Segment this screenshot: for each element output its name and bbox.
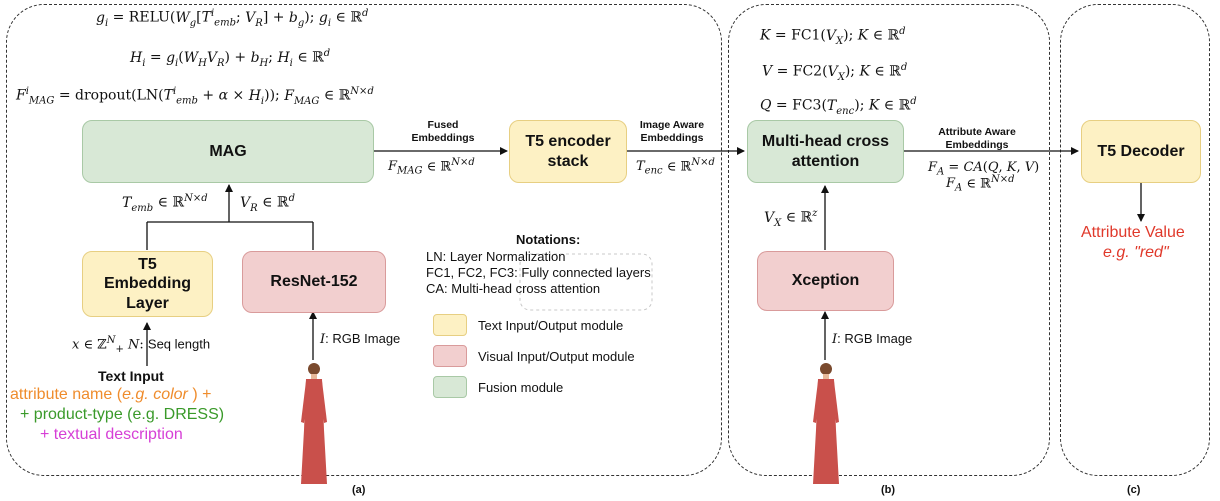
attribute-aware-label: Attribute Aware Embeddings [938, 126, 1016, 152]
t5-encoder-label: T5 encoder stack [525, 133, 611, 170]
mhca-label: Multi-head cross attention [761, 133, 890, 170]
rgb-image-label-2: I: RGB Image [832, 331, 913, 347]
legend-label-fusion: Fusion module [478, 380, 564, 395]
xception-box: Xception [757, 251, 894, 311]
equation-v: V = FC2(VX); K ∈ ℝd [762, 62, 908, 83]
text-input-line-2: + product-type (e.g. DRESS) [20, 406, 225, 423]
resnet-box: ResNet-152 [242, 251, 386, 313]
output-example: e.g. "red" [1103, 244, 1169, 261]
legend-swatch-text [433, 314, 467, 336]
xception-label: Xception [791, 272, 860, 290]
text-input-line-1-italic: e.g. color [122, 386, 188, 403]
output-label: Attribute Value [1081, 224, 1185, 241]
notation-item-3: CA: Multi-head cross attention [426, 281, 601, 296]
rgb-image-label-1: I: RGB Image [320, 331, 401, 347]
caption-b: (b) [881, 484, 896, 496]
x-input-label: x ∈ ℤN+ N: Seq length [72, 335, 211, 355]
t-emb-label: Temb ∈ ℝN×d [122, 193, 208, 214]
notations-title: Notations: [516, 232, 581, 247]
caption-c: (c) [1127, 484, 1141, 496]
notation-item-2: FC1, FC2, FC3: Fully connected layers [426, 265, 651, 280]
v-r-label: VR ∈ ℝd [240, 193, 295, 214]
t5-embedding-box: T5 Embedding Layer [82, 251, 213, 317]
caption-a: (a) [352, 484, 366, 496]
dress-image-2 [813, 363, 839, 484]
f-mag-label: FMAG ∈ ℝN×d [388, 157, 475, 177]
f-a-label-2: FA ∈ ℝN×d [946, 174, 1015, 194]
equation-f-mag: FiMAG = dropout(LN(Tiemb + α × Hi)); FMA… [16, 86, 374, 107]
legend-label-visual: Visual Input/Output module [478, 349, 635, 364]
text-input-line-1: attribute name (e.g. color ) + [10, 386, 211, 404]
notations-outline [519, 253, 653, 311]
equation-gate: gi = RELU(Wg[Tiemb; VR] + bg); gi ∈ ℝd [96, 8, 369, 29]
mag-label: MAG [209, 142, 247, 160]
dress-image-1 [301, 363, 327, 484]
fused-embeddings-label: Fused Embeddings [411, 119, 475, 145]
f-a-label-1: FA = CA(Q, K, V) [928, 160, 1040, 178]
t-enc-label: Tenc ∈ ℝN×d [636, 157, 715, 177]
text-input-line-1-pre: attribute name ( [10, 386, 123, 403]
legend-swatch-visual [433, 345, 467, 367]
mag-box: MAG [82, 120, 374, 183]
t5-embedding-label: T5 Embedding Layer [103, 256, 192, 312]
text-input-title: Text Input [98, 368, 164, 384]
notation-item-1: LN: Layer Normalization [426, 249, 566, 264]
t5-decoder-label: T5 Decoder [1097, 142, 1185, 160]
panel-a [6, 4, 722, 476]
panel-c [1060, 4, 1210, 476]
equation-k: K = FC1(VX); K ∈ ℝd [760, 26, 906, 47]
image-aware-label: Image Aware Embeddings [639, 119, 705, 145]
equation-q: Q = FC3(Tenc); K ∈ ℝd [760, 96, 917, 117]
equation-h: Hi = gi(WHVR) + bH; Hi ∈ ℝd [130, 48, 331, 69]
panel-b [728, 4, 1050, 476]
text-input-line-3: + textual description [40, 426, 183, 443]
resnet-label: ResNet-152 [270, 273, 358, 291]
v-x-label: VX ∈ ℝz [764, 208, 818, 229]
t5-decoder-box: T5 Decoder [1081, 120, 1201, 183]
legend-swatch-fusion [433, 376, 467, 398]
mhca-box: Multi-head cross attention [747, 120, 904, 183]
t5-encoder-box: T5 encoder stack [509, 120, 627, 183]
text-input-line-1-post: ) + [187, 386, 212, 403]
legend-label-text: Text Input/Output module [478, 318, 624, 333]
